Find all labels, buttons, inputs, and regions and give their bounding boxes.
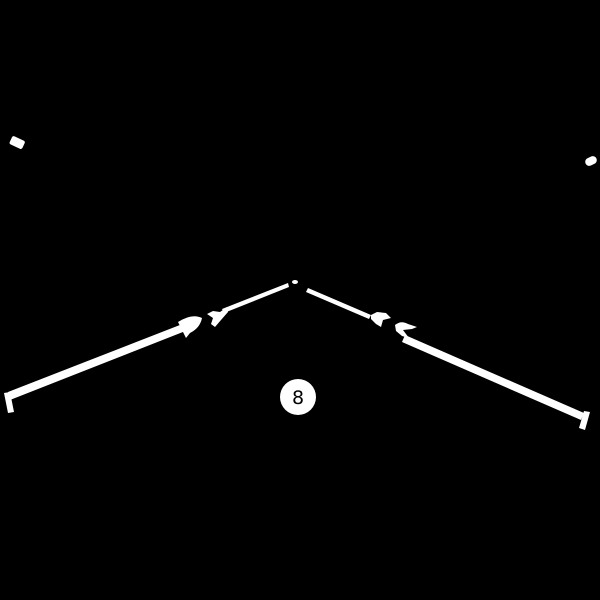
right-cue-icon — [306, 288, 590, 430]
ball-circle — [280, 379, 316, 415]
left-cue-icon — [4, 283, 289, 413]
ball-number: 8 — [292, 387, 304, 409]
apex-dot — [292, 280, 298, 284]
eight-ball-icon: 8 — [280, 379, 316, 415]
right-chalk-icon — [585, 156, 597, 166]
left-chalk-icon — [9, 136, 25, 149]
